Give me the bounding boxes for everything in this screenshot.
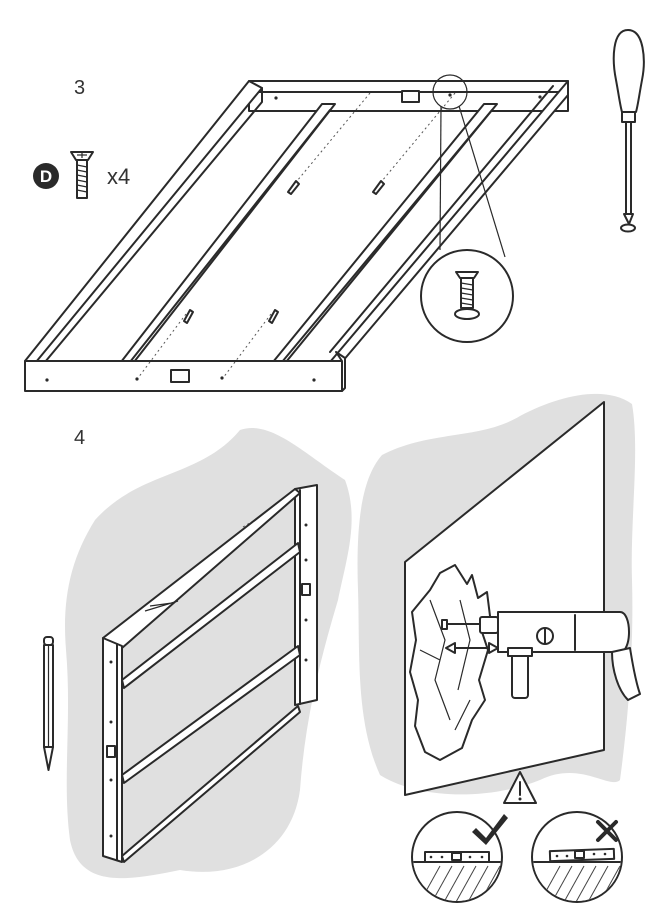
screwdriver-icon — [612, 29, 645, 233]
magnified-screw-icon — [420, 74, 514, 343]
warning-triangle-icon — [503, 771, 537, 804]
step-number-4: 4 — [74, 427, 85, 449]
fastener-letter: D — [40, 167, 52, 186]
screw-front-right — [268, 309, 279, 324]
drill-icon — [441, 611, 641, 701]
step-4: 4 — [43, 393, 641, 903]
check-mark-icon — [472, 814, 508, 845]
frame-assembly — [24, 80, 569, 392]
step-number-3: 3 — [74, 77, 85, 99]
screw-back-left — [287, 180, 300, 195]
screw-front-left — [183, 309, 194, 324]
fastener-callout: D x4 — [33, 151, 130, 199]
frame-on-wall — [102, 484, 318, 863]
step-3: 3 D x4 — [24, 29, 645, 392]
wall-drill-scene — [404, 401, 641, 796]
screw-back-right — [372, 180, 385, 195]
fastener-badge — [33, 163, 59, 189]
pencil-icon — [43, 636, 54, 771]
incorrect-mounting-detail — [531, 811, 623, 903]
correct-mounting-detail — [411, 811, 508, 903]
fastener-quantity: x4 — [107, 164, 130, 189]
screw-icon — [70, 151, 94, 199]
cross-mark-icon — [596, 820, 618, 842]
